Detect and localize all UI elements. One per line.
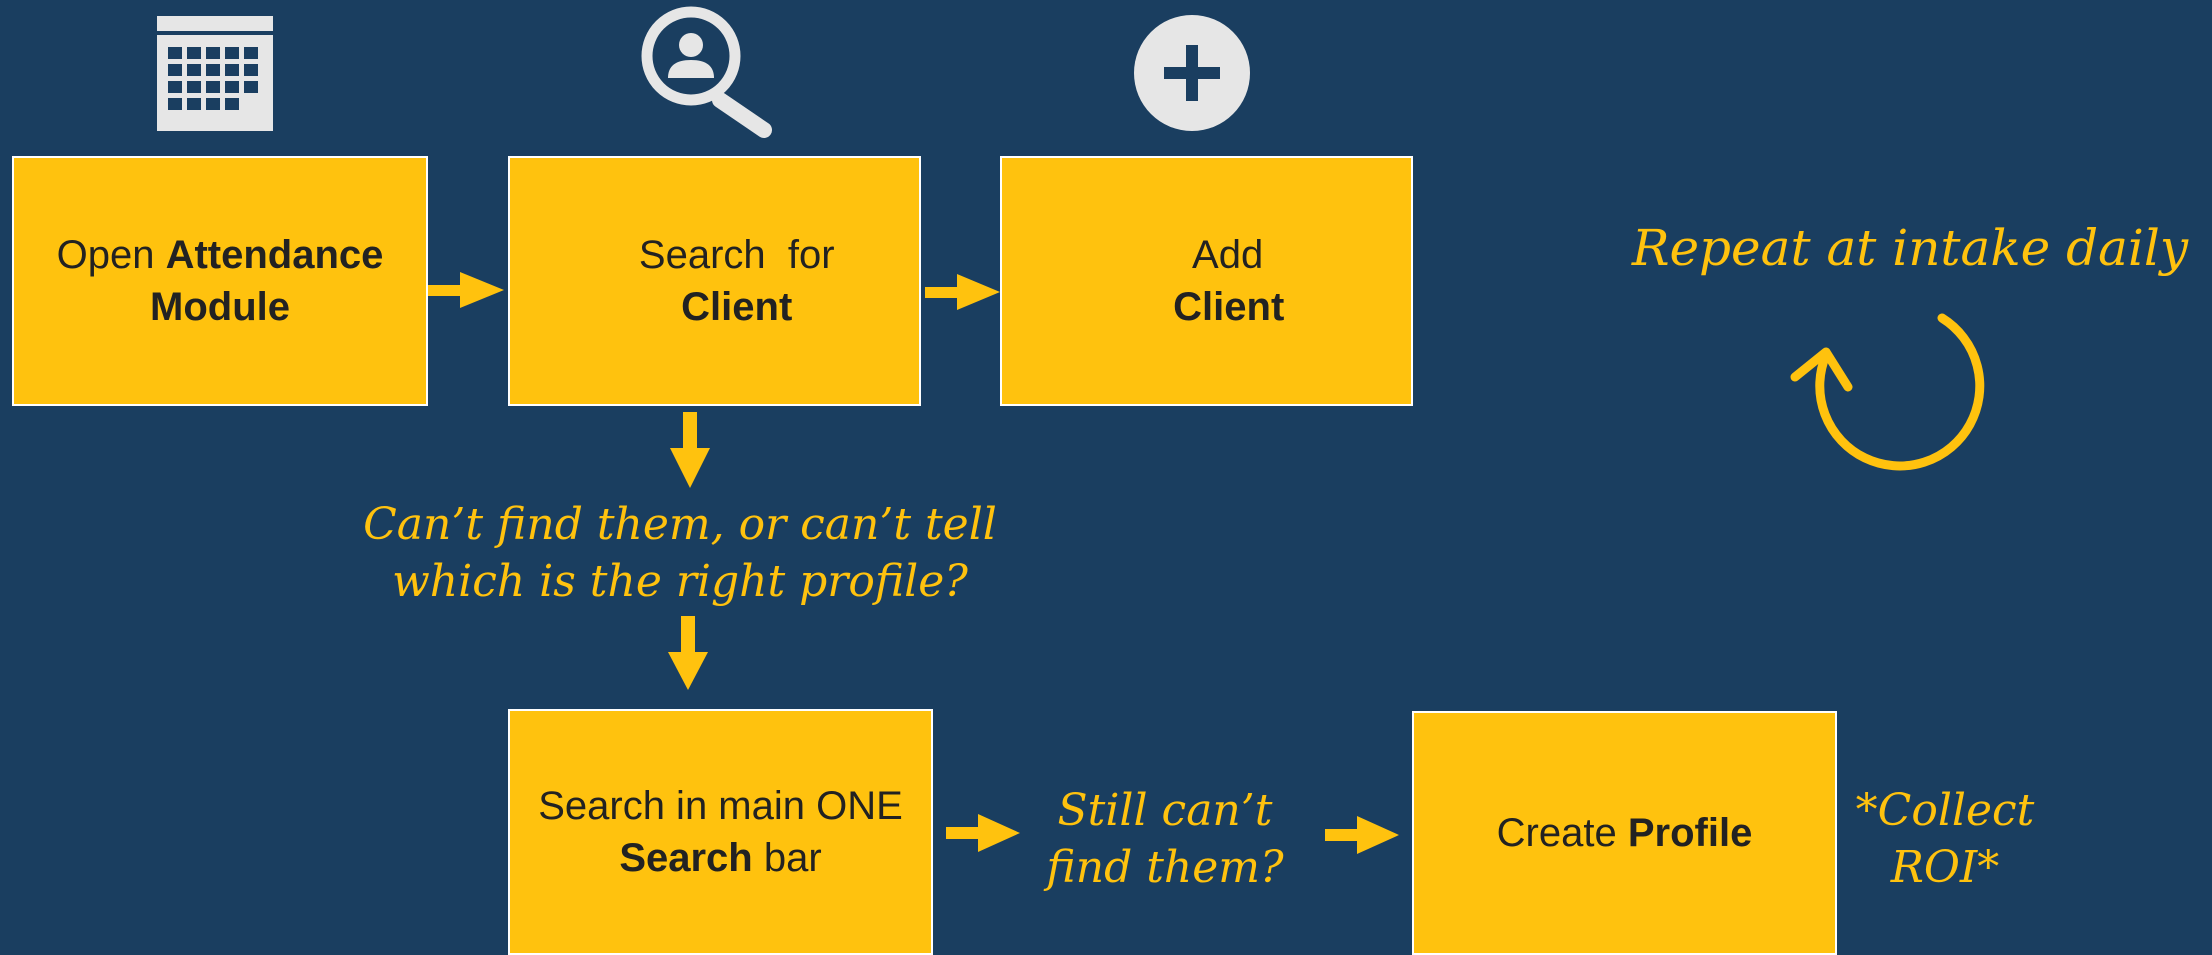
note-cant-find-them: Can’t find them, or can’t tell which is … xyxy=(300,496,1060,610)
step-suffix: bar xyxy=(763,836,822,880)
step-prefix: Create xyxy=(1496,811,1617,855)
step-prefix: Open xyxy=(56,233,155,277)
step-bold: Search xyxy=(619,836,753,880)
arrow-right-2 xyxy=(925,274,1000,310)
note-still-cant-find-them: Still can’t find them? xyxy=(1010,782,1320,896)
flow-arrows xyxy=(428,272,1399,854)
step-bold: Profile xyxy=(1627,811,1753,855)
plus-circle-icon xyxy=(1134,15,1250,131)
note-repeat-at-intake-daily: Repeat at intake daily xyxy=(1631,219,2189,277)
note-line: ROI* xyxy=(1890,842,2000,894)
step-bold: Client xyxy=(1173,285,1285,329)
step-bold: Client xyxy=(681,285,793,329)
note-line: find them? xyxy=(1046,842,1284,894)
step-add-client: Add Client xyxy=(1000,156,1413,406)
repeat-cycle-icon xyxy=(1790,313,1985,471)
arrow-right-4 xyxy=(1325,816,1399,854)
step-search-main-one-search-bar: Search in main ONE Search bar xyxy=(508,709,933,955)
step-prefix: Search for xyxy=(638,233,835,277)
user-search-icon xyxy=(641,6,772,138)
note-line: which is the right profile? xyxy=(392,556,968,608)
calendar-icon xyxy=(157,16,273,131)
arrow-right-1 xyxy=(428,272,504,308)
note-line: Still can’t xyxy=(1057,785,1273,836)
arrow-down-1 xyxy=(670,412,710,488)
step-create-profile: Create Profile xyxy=(1412,711,1837,955)
arrow-right-3 xyxy=(946,814,1020,852)
step-bold: Attendance Module xyxy=(150,233,384,329)
note-line: *Collect xyxy=(1855,785,2035,836)
step-search-for-client: Search for Client xyxy=(508,156,921,406)
step-open-attendance-module: Open Attendance Module xyxy=(12,156,428,406)
step-prefix: Add xyxy=(1192,233,1264,277)
note-collect-roi: *Collect ROI* xyxy=(1845,782,2045,896)
arrow-down-2 xyxy=(668,616,708,690)
step-line1: Search in main ONE xyxy=(538,784,903,828)
note-line: Can’t find them, or can’t tell xyxy=(363,499,997,550)
